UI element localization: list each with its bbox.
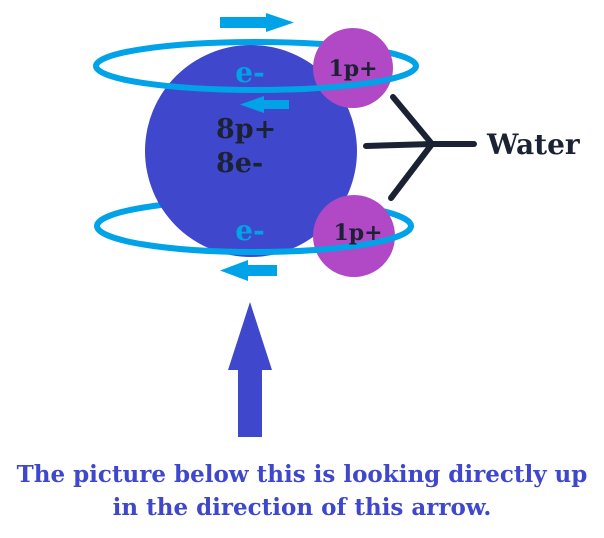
orbit-arrow-top-left-icon xyxy=(240,96,289,113)
top-orbit-back xyxy=(93,39,419,67)
oxygen-protons-label: 8p+ xyxy=(216,114,276,145)
caption-line-2: in the direction of this arrow. xyxy=(112,494,492,521)
orbit-arrow-top-right-icon xyxy=(220,13,294,32)
caption: The picture below this is looking direct… xyxy=(0,458,604,524)
hydrogen-label-top: 1p+ xyxy=(328,56,377,82)
hydrogen-label-bottom: 1p+ xyxy=(333,220,382,246)
top-orbit-front xyxy=(93,65,419,93)
oxygen-electrons-label: 8e- xyxy=(216,148,263,179)
bottom-orbit-front xyxy=(94,225,414,255)
hydrogen-atom-bottom xyxy=(313,195,395,277)
water-label: Water xyxy=(486,128,581,161)
orbit-arrow-bottom-left-icon xyxy=(220,260,277,281)
water-pointer xyxy=(363,94,477,201)
caption-line-1: The picture below this is looking direct… xyxy=(16,461,588,488)
up-arrow-icon xyxy=(228,302,272,437)
electron-label-bottom: e- xyxy=(235,214,264,247)
electron-label-top: e- xyxy=(235,56,264,89)
oxygen-atom xyxy=(145,45,357,257)
